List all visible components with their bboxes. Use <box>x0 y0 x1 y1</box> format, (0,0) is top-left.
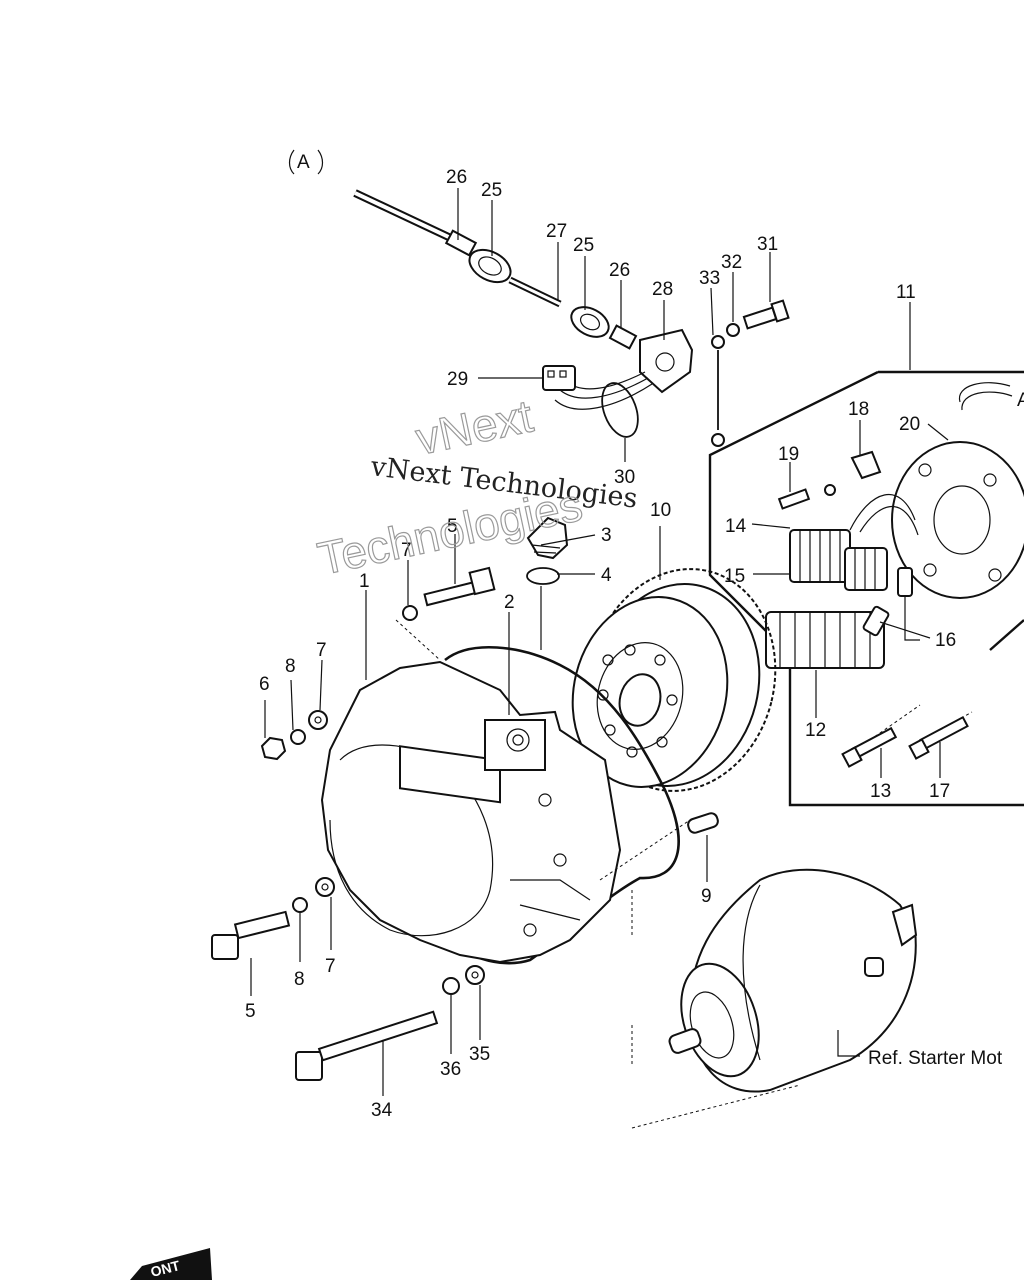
dowel-pin <box>687 812 719 834</box>
plug-and-oring <box>526 516 569 585</box>
callout-32: 32 <box>721 252 742 273</box>
callout-26: 26 <box>609 260 630 281</box>
callout-17: 17 <box>929 781 950 802</box>
callout-25: 25 <box>573 235 594 256</box>
callout-33: 33 <box>699 268 720 289</box>
callout-7: 7 <box>316 640 327 661</box>
watermark-outline-line1: vNext <box>411 389 537 464</box>
callout-28: 28 <box>652 279 673 300</box>
leader-lines <box>250 188 949 1096</box>
gasket <box>443 645 680 965</box>
callout-3: 3 <box>601 525 612 546</box>
callout-18: 18 <box>848 399 869 420</box>
fasteners-left <box>211 566 496 1081</box>
front-mark: ONT <box>130 1248 212 1280</box>
callout-35: 35 <box>469 1044 490 1065</box>
callout-25: 25 <box>481 180 502 201</box>
stator-assembly <box>708 370 1024 807</box>
callout-19: 19 <box>778 444 799 465</box>
callout-11: 11 <box>896 282 916 303</box>
callout-34: 34 <box>371 1100 393 1121</box>
front-mark-label: ONT <box>149 1257 182 1280</box>
view-marker-label-right: A <box>1017 390 1024 411</box>
callout-2: 2 <box>504 592 515 613</box>
starter-motor <box>668 868 918 1093</box>
callout-36: 36 <box>440 1059 461 1080</box>
callout-27: 27 <box>546 221 567 242</box>
callout-8: 8 <box>294 969 305 990</box>
callout-29: 29 <box>447 369 468 390</box>
callout-4: 4 <box>601 565 612 586</box>
callout-20: 20 <box>899 414 920 435</box>
callout-9: 9 <box>701 886 712 907</box>
callout-7: 7 <box>325 956 336 977</box>
callout-16: 16 <box>935 630 956 651</box>
view-marker-a: A A <box>288 149 1024 411</box>
callout-31: 31 <box>757 234 778 255</box>
view-marker-label: A <box>297 152 310 173</box>
callout-8: 8 <box>285 656 296 677</box>
callout-26: 26 <box>446 167 467 188</box>
callout-labels: 26 25 27 25 26 28 33 32 31 29 30 11 18 2… <box>245 167 1003 1121</box>
callout-6: 6 <box>259 674 270 695</box>
generator-cover <box>320 660 622 964</box>
callout-10: 10 <box>650 500 671 521</box>
watermark: vNext Technologies vNext Technologies <box>313 389 639 586</box>
callout-1: 1 <box>359 571 370 592</box>
callout-7: 7 <box>401 540 412 561</box>
callout-13: 13 <box>870 781 891 802</box>
callout-5: 5 <box>245 1001 256 1022</box>
callout-14: 14 <box>725 516 747 537</box>
callout-30: 30 <box>614 467 635 488</box>
callout-5: 5 <box>447 516 458 537</box>
callout-12: 12 <box>805 720 826 741</box>
callout-15: 15 <box>724 566 745 587</box>
reference-label: Ref. Starter Mot <box>868 1048 1003 1069</box>
drive-shaft-assembly <box>353 189 790 447</box>
